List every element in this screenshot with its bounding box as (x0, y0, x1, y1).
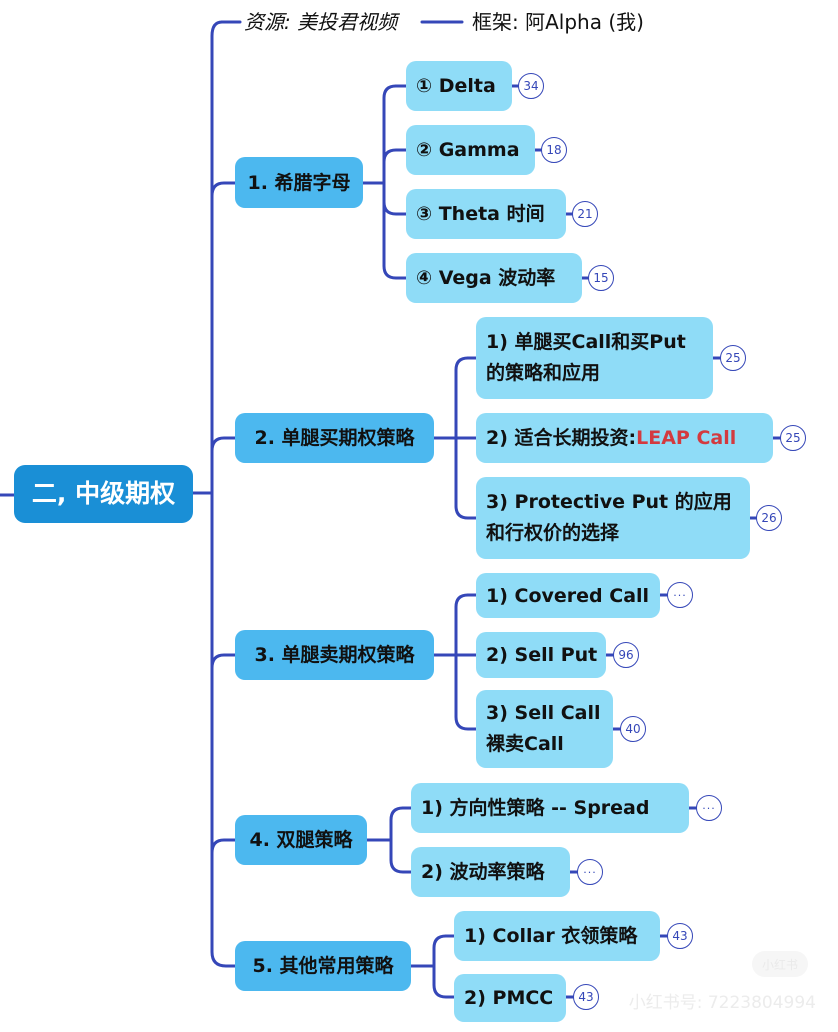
leaf-node-vega[interactable]: ④ Vega 波动率 (406, 253, 582, 303)
watermark-logo: 小红书 (752, 951, 808, 977)
leaf-label: ③ Theta 时间 (416, 203, 545, 225)
leaf-label: 2) Sell Put (486, 644, 598, 666)
watermark-text: 小红书号: 7223804994 (628, 993, 816, 1013)
leaf-label: 2) PMCC (464, 987, 554, 1009)
leaf-label: ② Gamma (416, 139, 520, 161)
leaf-node-spread[interactable]: 1) 方向性策略 -- Spread (411, 783, 689, 833)
count-badge[interactable]: 25 (780, 425, 806, 451)
leaf-label: ① Delta (416, 75, 496, 97)
count-badge[interactable]: 43 (573, 984, 599, 1010)
connector-branch-2 (210, 436, 237, 453)
leaf-label: 1) 单腿买Call和买Put的策略和应用 (486, 331, 686, 384)
connector-branch-4 (210, 838, 237, 855)
count-badge[interactable]: 25 (720, 345, 746, 371)
leaf-node-protective-put[interactable]: 3) Protective Put 的应用和行权价的选择 (476, 477, 750, 559)
count-badge[interactable]: 34 (518, 73, 544, 99)
branch-node-single-leg-buy[interactable]: 2. 单腿买期权策略 (235, 413, 434, 463)
leaf-node-gamma[interactable]: ② Gamma (406, 125, 535, 175)
more-icon[interactable]: ··· (696, 795, 722, 821)
leaf-node-sell-call[interactable]: 3) Sell Call 裸卖Call (476, 690, 613, 768)
leaf-node-buy-call-put[interactable]: 1) 单腿买Call和买Put的策略和应用 (476, 317, 713, 399)
leaf-label: 1) 方向性策略 -- Spread (421, 797, 650, 819)
count-badge[interactable]: 15 (588, 265, 614, 291)
count-badge[interactable]: 21 (572, 201, 598, 227)
leaf-node-leap-call[interactable]: 2) 适合长期投资: LEAP Call (476, 413, 773, 463)
leaf-label: 3) Protective Put 的应用和行权价的选择 (486, 491, 732, 544)
root-label: 二, 中级期权 (31, 479, 176, 508)
count-badge[interactable]: 96 (613, 642, 639, 668)
more-icon[interactable]: ··· (667, 582, 693, 608)
branch-label: 1. 希腊字母 (247, 171, 351, 194)
more-icon[interactable]: ··· (577, 859, 603, 885)
leaf-node-collar[interactable]: 1) Collar 衣领策略 (454, 911, 660, 961)
connector-b1-spine (382, 84, 408, 280)
leaf-label: 1) Covered Call (486, 584, 650, 607)
leaf-label: 1) Collar 衣领策略 (464, 925, 638, 947)
connector-branch-3 (210, 653, 237, 670)
count-badge[interactable]: 40 (620, 716, 646, 742)
leaf-node-theta[interactable]: ③ Theta 时间 (406, 189, 566, 239)
branch-node-greeks[interactable]: 1. 希腊字母 (235, 157, 363, 208)
branch-node-other[interactable]: 5. 其他常用策略 (235, 941, 411, 991)
root-node[interactable]: 二, 中级期权 (14, 465, 193, 523)
branch-label: 3. 单腿卖期权策略 (254, 644, 415, 666)
leaf-label: 3) Sell Call 裸卖Call (486, 702, 601, 755)
branch-label: 4. 双腿策略 (249, 829, 353, 851)
highlight-text: LEAP Call (636, 427, 737, 449)
leaf-node-delta[interactable]: ① Delta (406, 61, 512, 111)
leaf-node-covered-call[interactable]: 1) Covered Call (476, 573, 660, 618)
leaf-node-pmcc[interactable]: 2) PMCC (454, 974, 566, 1022)
count-badge[interactable]: 18 (541, 137, 567, 163)
branch-node-single-leg-sell[interactable]: 3. 单腿卖期权策略 (235, 630, 434, 680)
branch-label: 5. 其他常用策略 (252, 955, 394, 977)
leaf-label: 2) 波动率策略 (421, 861, 545, 883)
connector-branch-1 (210, 181, 237, 198)
source-label: 资源: 美投君视频 (244, 10, 398, 34)
branch-label: 2. 单腿买期权策略 (254, 427, 415, 449)
leaf-label: ④ Vega 波动率 (416, 267, 556, 289)
branch-node-two-leg[interactable]: 4. 双腿策略 (235, 815, 367, 865)
connector-trunk (210, 20, 237, 968)
framework-label: 框架: 阿Alpha (我) (472, 10, 644, 34)
count-badge[interactable]: 43 (667, 923, 693, 949)
leaf-node-sell-put[interactable]: 2) Sell Put (476, 632, 606, 678)
leaf-label: 2) 适合长期投资: (486, 427, 637, 449)
leaf-node-volatility[interactable]: 2) 波动率策略 (411, 847, 570, 897)
count-badge[interactable]: 26 (756, 505, 782, 531)
